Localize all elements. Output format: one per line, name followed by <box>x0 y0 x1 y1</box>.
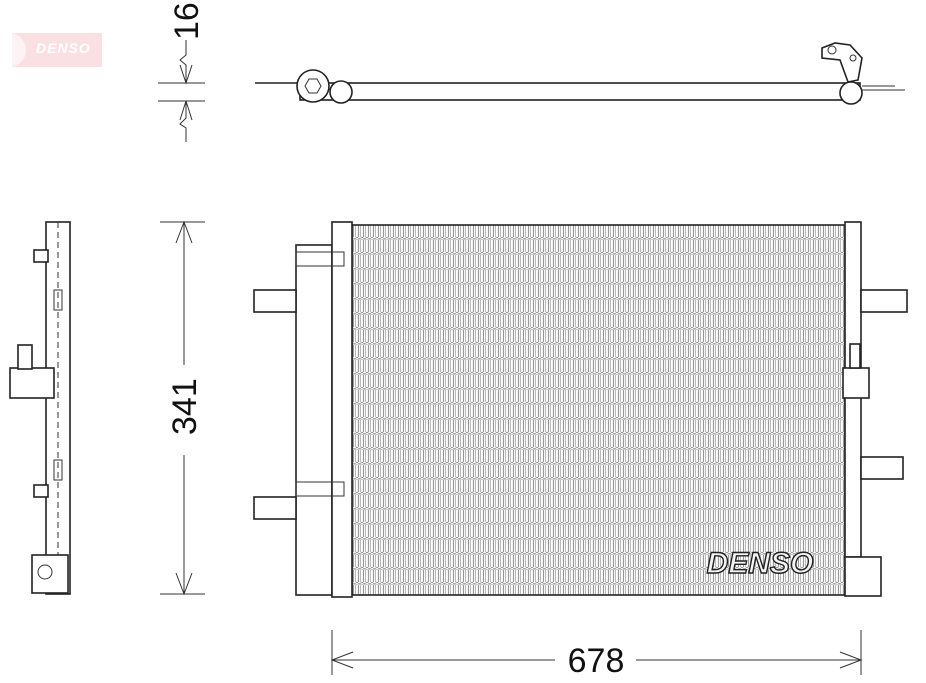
height-dimension: 341 <box>160 220 205 596</box>
thickness-label: 16 <box>168 2 206 40</box>
side-view <box>9 221 71 595</box>
front-view: DENSO <box>253 221 908 598</box>
thickness-dimension: 16 <box>158 2 206 142</box>
condenser-core <box>351 224 846 596</box>
top-view <box>255 42 905 105</box>
denso-watermark: DENSO <box>707 547 814 580</box>
denso-logo: DENSO <box>12 33 102 67</box>
width-label: 678 <box>568 642 625 680</box>
width-dimension: 678 <box>330 630 863 680</box>
height-label: 341 <box>166 378 204 435</box>
